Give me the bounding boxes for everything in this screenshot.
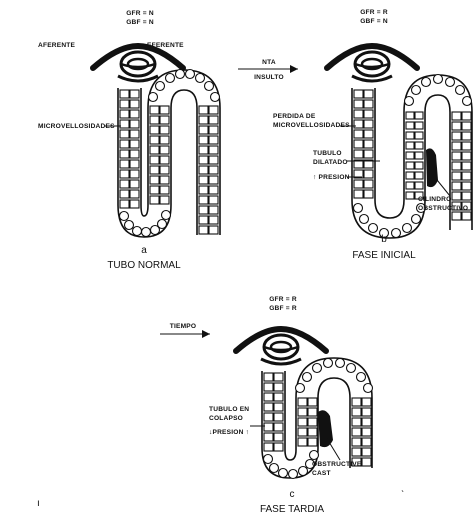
panel-c-cast-label-line-2: CAST: [312, 470, 331, 477]
panel-c-letter: c: [290, 489, 295, 500]
cast-label-line-2: OBSTRUCTIVO: [418, 205, 468, 212]
panel-b-glomerulus: [327, 46, 417, 81]
panel-b-gfr: GFR = R: [360, 9, 388, 16]
transition-1-top-label: NTA: [262, 59, 276, 66]
dilated-tubule-label-line-1: TUBULO: [313, 150, 342, 157]
transition-1-bottom-label: INSULTO: [254, 74, 284, 81]
collapse-label-line-2: COLAPSO: [209, 415, 243, 422]
panel-c-gfr: GFR = R: [269, 296, 297, 303]
dilated-tubule-label-line-2: DILATADO: [313, 159, 348, 166]
panel-b-caption: FASE INICIAL: [352, 250, 416, 261]
panel-a-gfr: GFR = N: [126, 10, 154, 17]
panel-b-initial-phase: GFR = R GBF = N: [273, 9, 472, 261]
panel-c-pressure-label: ↓PRESION ↑: [209, 429, 249, 436]
panel-a-caption: TUBO NORMAL: [107, 260, 181, 271]
transition-2-arrowhead: [202, 330, 210, 338]
panel-a-normal-tubule: GFR = N GBF = N AFERENTE EFERENTE: [38, 10, 220, 271]
panel-c-obstructive-cast: [318, 410, 333, 447]
microvilli-label: MICROVELLOSIDADES: [38, 123, 115, 130]
panel-c-late-phase: GFR = R GBF = R: [209, 296, 373, 515]
transition-time: TIEMPO: [160, 323, 210, 338]
afferent-label: AFERENTE: [38, 42, 76, 49]
panel-c-cast-label-line-1: OBSTRUCTIVE: [312, 461, 362, 468]
panel-c-cast-leader-line: [326, 437, 340, 460]
panel-b-cells: [354, 75, 472, 238]
panel-b-pressure-label: ↑ PRESION: [313, 174, 350, 181]
stray-mark-left: ı: [37, 498, 40, 509]
transition-2-label: TIEMPO: [170, 323, 196, 330]
panel-c-gbf: GBF = R: [269, 305, 297, 312]
microvilli-loss-label-line-2: MICROVELLOSIDADES: [273, 122, 350, 129]
panel-b-gbf: GBF = N: [360, 18, 388, 25]
cast-label-line-1: CILINDRO: [418, 196, 451, 203]
collapse-label-line-1: TUBULO EN: [209, 406, 249, 413]
transition-1-arrowhead: [290, 65, 298, 73]
cast-leader-line: [433, 175, 450, 196]
panel-c-glomerulus: [236, 329, 326, 364]
panel-c-caption: FASE TARDIA: [260, 504, 324, 515]
panel-a-gbf: GBF = N: [126, 19, 154, 26]
panel-a-cells: [120, 70, 220, 237]
transition-insult: NTA INSULTO: [238, 59, 298, 81]
microvilli-loss-label-line-1: PERDIDA DE: [273, 113, 316, 120]
panel-a-letter: a: [141, 245, 147, 256]
panel-b-obstructive-cast: [426, 148, 438, 187]
panel-b-letter: b: [381, 234, 387, 245]
stray-mark-right: ˋ: [401, 489, 404, 501]
